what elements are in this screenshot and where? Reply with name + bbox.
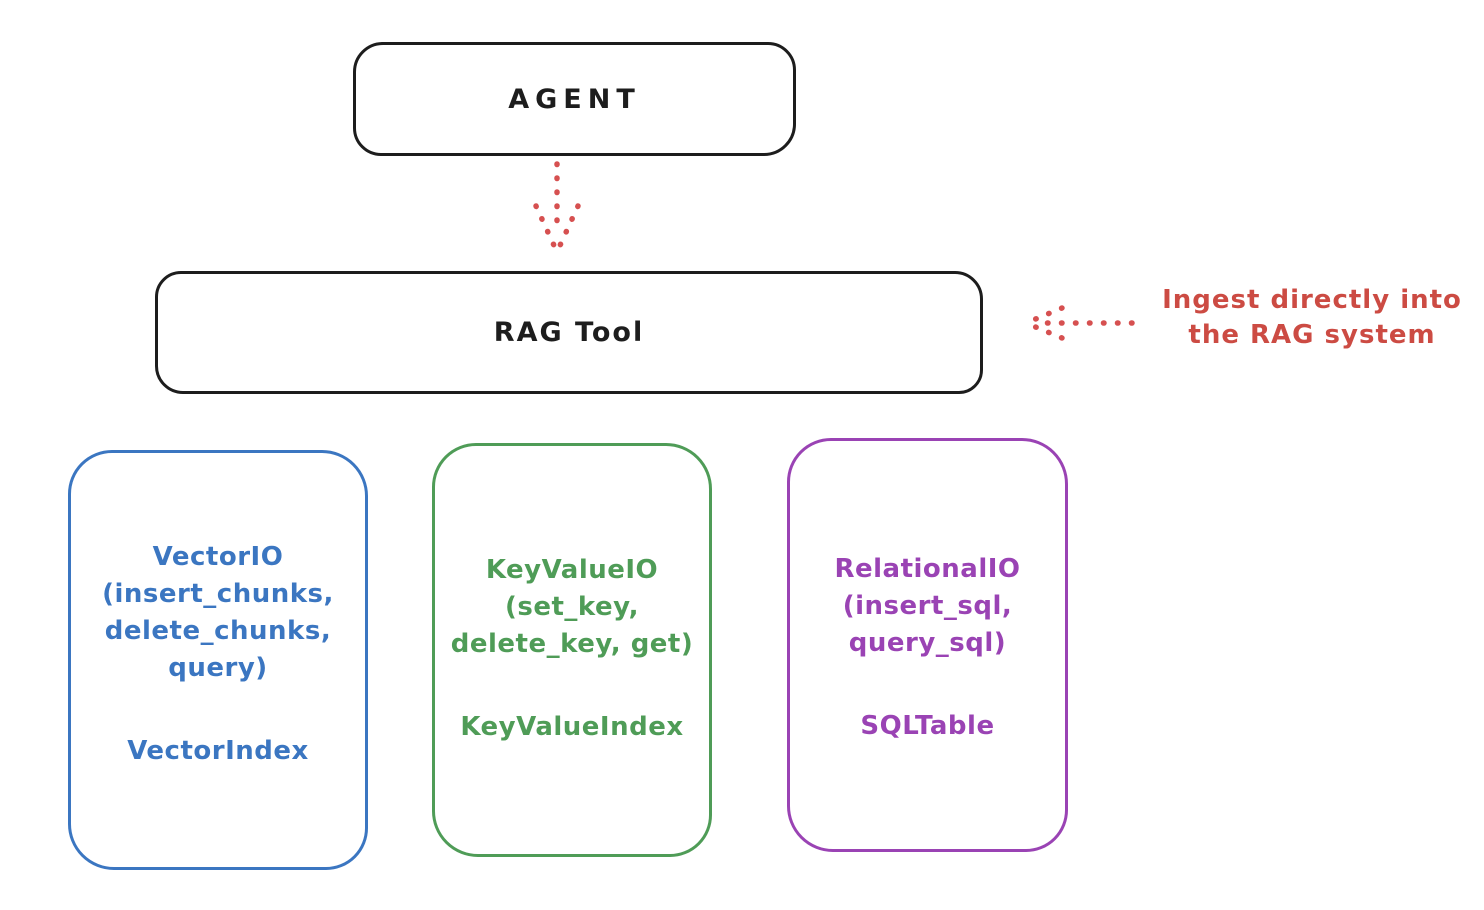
- rag-tool-label: RAG Tool: [493, 317, 645, 348]
- keyvalue-io-label: KeyValueIO (set_key, delete_key, get): [450, 555, 694, 659]
- sql-table-label: SQLTable: [860, 710, 995, 741]
- arrowhead-bottom-stroke: [1023, 320, 1065, 341]
- annotation-to-rag-dotted-arrow: [1023, 305, 1135, 341]
- arrowhead-top-stroke: [1023, 305, 1065, 326]
- vector-io-box: VectorIO (insert_chunks, delete_chunks, …: [68, 450, 368, 870]
- vector-index-label: VectorIndex: [127, 735, 309, 766]
- ingest-annotation: Ingest directly into the RAG system: [1162, 285, 1462, 351]
- keyvalue-io-box: KeyValueIO (set_key, delete_key, get) Ke…: [432, 443, 712, 857]
- relational-io-label: RelationalIO (insert_sql, query_sql): [834, 554, 1021, 658]
- rag-tool-node: RAG Tool: [155, 271, 983, 394]
- arrowhead-right-stroke: [554, 203, 581, 255]
- vector-io-label: VectorIO (insert_chunks, delete_chunks, …: [102, 542, 334, 683]
- agent-node: AGENT: [353, 42, 796, 156]
- agent-to-rag-dotted-arrow: [533, 161, 581, 255]
- arrowhead-left-stroke: [533, 203, 560, 255]
- agent-label: AGENT: [508, 83, 641, 115]
- relational-io-box: RelationalIO (insert_sql, query_sql) SQL…: [787, 438, 1068, 852]
- keyvalue-index-label: KeyValueIndex: [460, 711, 684, 742]
